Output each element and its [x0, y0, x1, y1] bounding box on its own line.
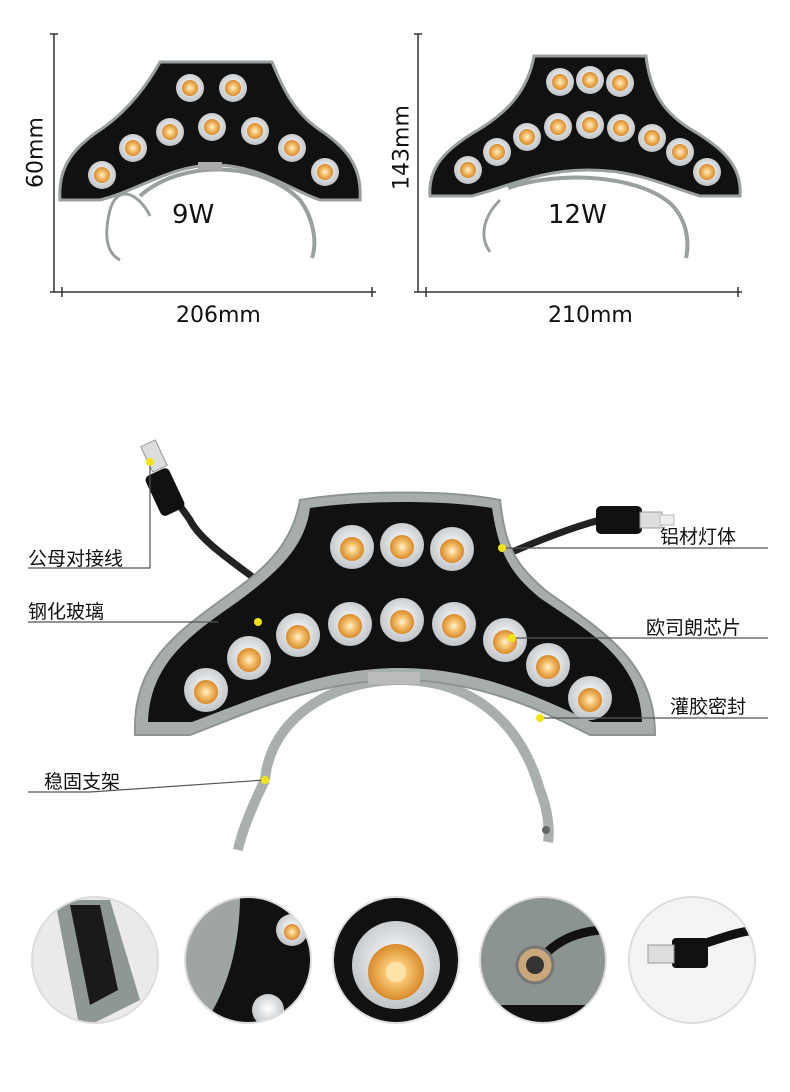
- led-array-main: [184, 523, 612, 720]
- callout-glass: 钢化玻璃: [28, 601, 105, 623]
- callout-lines: [28, 462, 768, 793]
- callout-body: 铝材灯体: [660, 526, 737, 548]
- right-height-label: 143mm: [389, 105, 415, 190]
- detail-cable-gland-icon: [480, 897, 606, 1023]
- callout-chip: 欧司朗芯片: [646, 617, 742, 639]
- led-array-9w: [88, 74, 339, 189]
- dimension-lines-left: [50, 33, 376, 297]
- lamp-12w: [428, 54, 742, 259]
- left-power-label: 9W: [172, 200, 215, 230]
- callout-markers: [146, 458, 544, 784]
- led-array-12w: [454, 66, 721, 186]
- left-height-label: 60mm: [23, 117, 49, 188]
- main-lamp: [133, 439, 675, 852]
- detail-lens-closeup-icon: [333, 897, 459, 1023]
- detail-housing-corner-icon: [32, 897, 158, 1023]
- right-width-label: 210mm: [548, 303, 633, 328]
- detail-thumbnails: [31, 896, 756, 1024]
- left-width-label: 206mm: [176, 303, 261, 328]
- right-power-label: 12W: [548, 200, 607, 230]
- lamp-9w: [58, 60, 362, 262]
- callout-cable: 公母对接线: [28, 548, 124, 570]
- detail-led-edge-icon: [185, 897, 311, 1023]
- callout-support: 稳固支架: [44, 771, 121, 793]
- detail-connector-plug-icon: [629, 897, 755, 1023]
- callout-seal: 灌胶密封: [670, 696, 747, 718]
- dimension-lines-right: [414, 33, 742, 297]
